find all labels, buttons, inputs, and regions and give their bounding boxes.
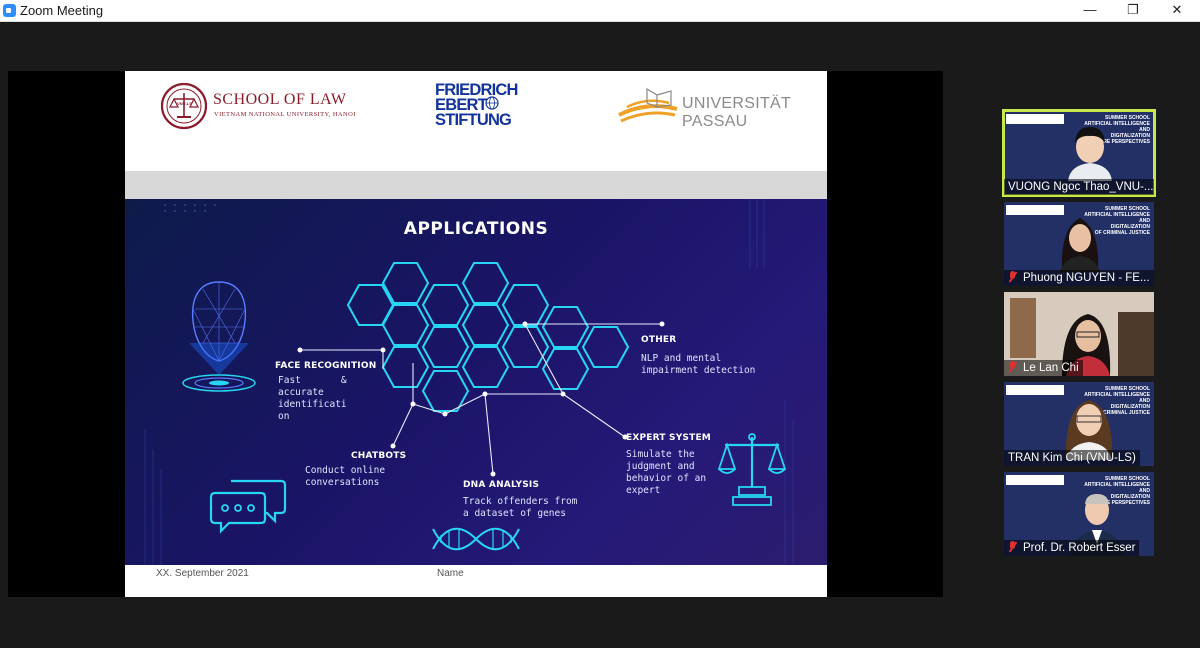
dna-helix-icon	[432, 527, 520, 551]
participant-name: Prof. Dr. Robert Esser	[1023, 542, 1136, 554]
hexagon-network-graphic	[297, 262, 665, 477]
fes-line-3: STIFTUNG	[435, 111, 512, 129]
other-heading: OTHER	[641, 335, 677, 345]
tile-logo-strip	[1006, 114, 1064, 124]
tile-logo-strip	[1006, 385, 1064, 395]
participant-name-label: Phuong NGUYEN - FE...	[1004, 270, 1154, 286]
presentation-slide: VNU-LS SCHOOL OF LAW VIETNAM NATIONAL UN…	[125, 71, 827, 597]
mic-muted-icon	[1008, 271, 1017, 282]
law-school-seal-icon	[160, 82, 208, 130]
law-school-subtitle: VIETNAM NATIONAL UNIVERSITY, HANOI	[214, 111, 356, 118]
passau-line-1: UNIVERSITÄT	[682, 95, 792, 112]
slide-content: APPLICATIONS	[125, 199, 827, 565]
participant-name: TRAN Kim Chi (VNU-LS)	[1004, 450, 1140, 466]
slide-footer-date: XX. September 2021	[156, 568, 249, 579]
slide-divider-band	[125, 171, 827, 199]
law-seal-text: VNU-LS	[177, 101, 192, 106]
minimize-button[interactable]: —	[1083, 2, 1097, 17]
participant-name: VUONG Ngoc Thao_VNU-...	[1004, 179, 1154, 195]
passau-line-2: PASSAU	[682, 113, 748, 130]
globe-icon	[485, 96, 499, 110]
tile-logo-strip	[1006, 475, 1064, 485]
scales-of-justice-icon	[717, 433, 787, 506]
participant-video-person	[1060, 218, 1100, 272]
window-title: Zoom Meeting	[20, 3, 104, 18]
close-button[interactable]: ✕	[1171, 2, 1183, 17]
slide-footer: XX. September 2021 Name	[125, 565, 827, 597]
slide-logo-band: VNU-LS SCHOOL OF LAW VIETNAM NATIONAL UN…	[125, 71, 827, 171]
law-school-name: SCHOOL OF LAW	[213, 91, 347, 108]
slide-title: APPLICATIONS	[403, 219, 549, 239]
dna-analysis-heading: DNA ANALYSIS	[463, 480, 540, 490]
participant-tile[interactable]: Le Lan Chi	[1004, 292, 1154, 376]
chatbots-heading: CHATBOTS	[351, 451, 407, 461]
tile-logo-strip	[1006, 205, 1064, 215]
face-recognition-heading: FACE RECOGNITION	[275, 361, 377, 371]
window-titlebar: Zoom Meeting — ❐ ✕	[0, 0, 1200, 22]
fes-logo: FRIEDRICH EBERT STIFTUNG	[435, 81, 518, 129]
participant-video-person	[1068, 127, 1112, 181]
participant-name: Phuong NGUYEN - FE...	[1023, 272, 1150, 284]
face-scan-icon	[182, 281, 256, 392]
zoom-app-icon	[3, 4, 16, 17]
expert-system-heading: EXPERT SYSTEM	[626, 433, 711, 443]
mic-muted-icon	[1008, 541, 1017, 552]
slide-footer-name: Name	[437, 568, 464, 579]
background-circuit-decoration	[144, 199, 794, 565]
maximize-button[interactable]: ❐	[1127, 2, 1139, 17]
participant-name: Le Lan Chi	[1023, 362, 1079, 374]
passau-logo-text: UNIVERSITÄT PASSAU	[682, 95, 791, 131]
passau-logo-icon	[618, 87, 678, 123]
participant-name-label: Le Lan Chi	[1004, 360, 1083, 376]
fes-line-1: FRIEDRICH	[435, 81, 518, 99]
mic-muted-icon	[1008, 361, 1017, 372]
participant-name-label: Prof. Dr. Robert Esser	[1004, 540, 1140, 556]
fes-line-2: EBERT	[435, 96, 488, 114]
chat-bubbles-icon	[209, 479, 287, 534]
